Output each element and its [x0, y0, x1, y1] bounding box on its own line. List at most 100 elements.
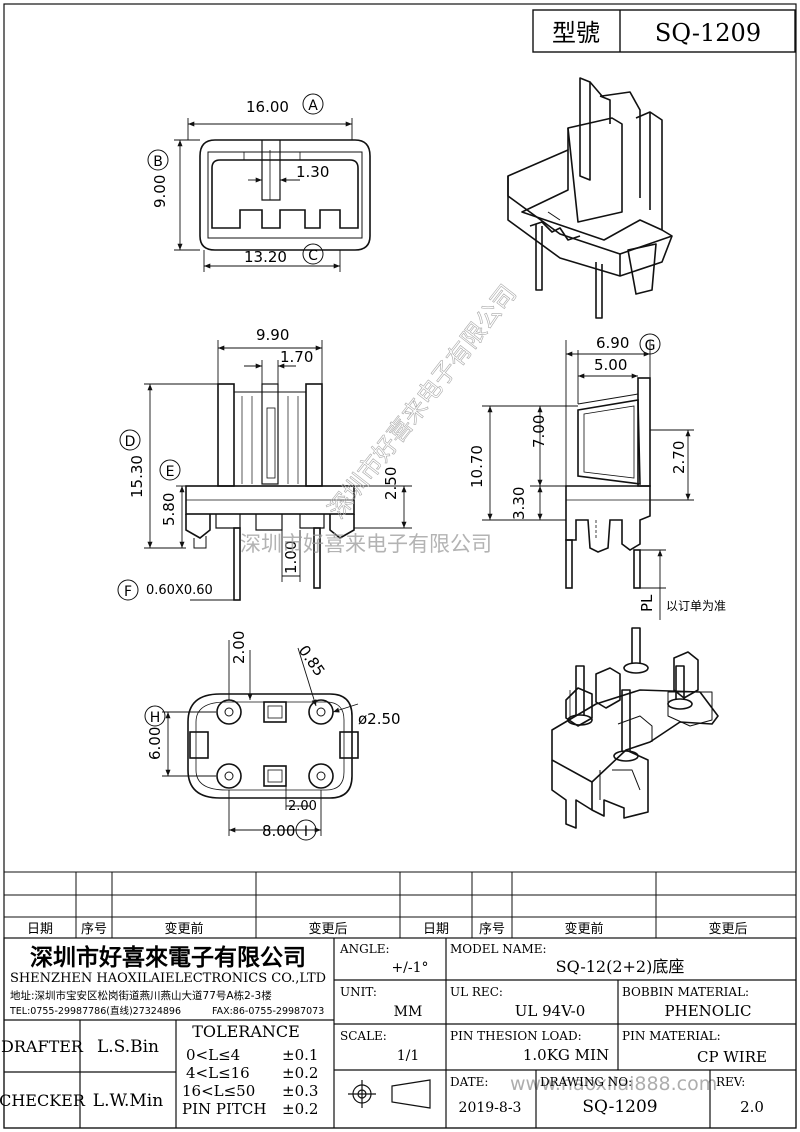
pin-material-value: CP WIRE — [697, 1048, 767, 1066]
rev-date-header-2: 日期 — [423, 922, 449, 937]
drafter-value: L.S.Bin — [97, 1037, 159, 1057]
rev-value: 2.0 — [740, 1098, 764, 1116]
dim-side-base-height: 3.30 — [510, 487, 528, 520]
bobbin-material-value: PHENOLIC — [665, 1002, 752, 1020]
ul-rec-value: UL 94V-0 — [515, 1002, 586, 1020]
dim-front-base-height: 5.80 — [160, 493, 178, 526]
top-view-dims — [174, 118, 353, 272]
bobbin-material-label: BOBBIN MATERIAL: — [622, 985, 749, 999]
company-tel: TEL:0755-29987786(直线)27324896 — [9, 1005, 181, 1017]
date-value: 2019-8-3 — [459, 1100, 522, 1116]
marker-d: D — [119, 429, 141, 451]
tolerance-range-2: 4<L≤16 — [186, 1064, 250, 1082]
dim-front-slot: 1.70 — [280, 348, 313, 366]
dim-side-inner-width: 5.00 — [594, 356, 627, 374]
drawing-no-value: SQ-1209 — [582, 1097, 657, 1117]
pin-load-value: 1.0KG MIN — [523, 1046, 609, 1064]
rev-after-header-1: 变更后 — [308, 921, 347, 937]
dim-bottom-offset: 2.00 — [230, 631, 248, 664]
tolerance-value-1: ±0.1 — [282, 1046, 318, 1064]
marker-f: F — [117, 579, 139, 601]
rev-seq-header-2: 序号 — [479, 922, 505, 937]
marker-g-label: G — [645, 338, 656, 354]
company-name-en: SHENZHEN HAOXILAIELECTRONICS CO.,LTD — [10, 971, 326, 986]
marker-i-label: I — [304, 824, 308, 840]
marker-f-label: F — [124, 584, 132, 600]
dim-bottom-small: 2.00 — [288, 799, 317, 814]
dim-front-right-height: 2.50 — [382, 467, 400, 500]
marker-c-label: C — [308, 248, 318, 264]
drawing-no-label: DRAWING NO: — [540, 1075, 632, 1089]
dim-top-width: 16.00 — [246, 98, 289, 116]
projection-symbol — [348, 1079, 431, 1109]
dim-top-bottom-width: 13.20 — [244, 248, 287, 266]
marker-d-label: D — [125, 434, 136, 450]
pin-load-label: PIN THESION LOAD: — [450, 1029, 582, 1043]
tolerance-range-1: 0<L≤4 — [186, 1046, 240, 1064]
dim-pin-length-label: PL — [638, 594, 656, 612]
bottom-view-dims — [162, 640, 359, 836]
dim-top-height: 9.00 — [151, 175, 169, 208]
tolerance-range-3: 16<L≤50 — [182, 1082, 255, 1100]
tolerance-value-2: ±0.2 — [282, 1064, 318, 1082]
dim-front-pin-gap: 1.00 — [282, 541, 300, 574]
unit-value: MM — [394, 1004, 423, 1020]
tolerance-value-4: ±0.2 — [282, 1100, 318, 1118]
front-view-dims — [144, 340, 412, 601]
tolerance-value-3: ±0.3 — [282, 1082, 318, 1100]
unit-label: UNIT: — [340, 985, 377, 999]
dim-bottom-hole-dia: ø2.50 — [358, 710, 401, 728]
bottom-view — [187, 693, 359, 799]
model-header-label: 型號 — [552, 19, 600, 47]
angle-value: +/-1° — [391, 960, 428, 976]
rev-date-header-1: 日期 — [27, 922, 53, 937]
checker-value: L.W.Min — [93, 1091, 163, 1111]
title-block-grid — [3, 937, 797, 1129]
marker-c: C — [302, 243, 324, 265]
rev-seq-header-1: 序号 — [81, 922, 107, 937]
dim-bottom-height: 6.00 — [146, 727, 164, 760]
marker-h-label: H — [150, 710, 161, 726]
marker-a-label: A — [308, 98, 318, 114]
angle-label: ANGLE: — [339, 942, 390, 956]
dim-top-slot: 1.30 — [296, 163, 329, 181]
scale-value: 1/1 — [397, 1048, 420, 1064]
tolerance-label: TOLERANCE — [192, 1022, 300, 1041]
marker-i: I — [295, 819, 317, 841]
marker-b: B — [147, 149, 169, 171]
watermark-company-diagonal: 深圳市好喜来电子有限公司 — [323, 280, 522, 524]
model-name-value: SQ-12(2+2)底座 — [556, 957, 685, 976]
dim-side-upper-height: 7.00 — [530, 415, 548, 448]
pin-material-label: PIN MATERIAL: — [622, 1029, 721, 1043]
dim-bottom-radius: 0.85 — [295, 642, 329, 680]
marker-g: G — [639, 333, 661, 355]
rev-before-header-2: 变更前 — [564, 921, 603, 937]
marker-e: E — [159, 459, 181, 481]
dim-pin-length-note: 以订单为准 — [666, 599, 726, 613]
iso-view-top — [507, 77, 673, 319]
marker-h: H — [144, 705, 166, 727]
rev-label: REV: — [716, 1075, 745, 1089]
side-view-dims — [482, 340, 694, 620]
drafter-label: DRAFTER — [1, 1037, 84, 1056]
marker-b-label: B — [153, 154, 163, 170]
rev-before-header-1: 变更前 — [164, 921, 203, 937]
dim-front-total-height: 15.30 — [128, 455, 146, 498]
watermark-url: www.haoxilai888.com — [510, 1073, 717, 1095]
side-view — [565, 377, 651, 589]
model-header-value: SQ-1209 — [655, 19, 761, 47]
watermark-company: 深圳市好喜来电子有限公司 — [240, 532, 492, 556]
scale-label: SCALE: — [340, 1029, 387, 1043]
front-view — [185, 383, 355, 601]
dim-front-width: 9.90 — [256, 326, 289, 344]
model-name-label: MODEL NAME: — [450, 942, 547, 956]
top-view — [199, 139, 371, 251]
ul-rec-label: UL REC: — [450, 985, 503, 999]
company-address: 地址:深圳市宝安区松岗街道燕川燕山大道77号A栋2-3楼 — [10, 989, 272, 1002]
dim-bottom-width: 8.00 — [262, 822, 295, 840]
checker-label: CHECKER — [0, 1091, 86, 1110]
company-fax: FAX:86-0755-29987073 — [212, 1006, 324, 1017]
dim-side-total-height: 10.70 — [468, 445, 486, 488]
revision-table — [3, 871, 797, 939]
